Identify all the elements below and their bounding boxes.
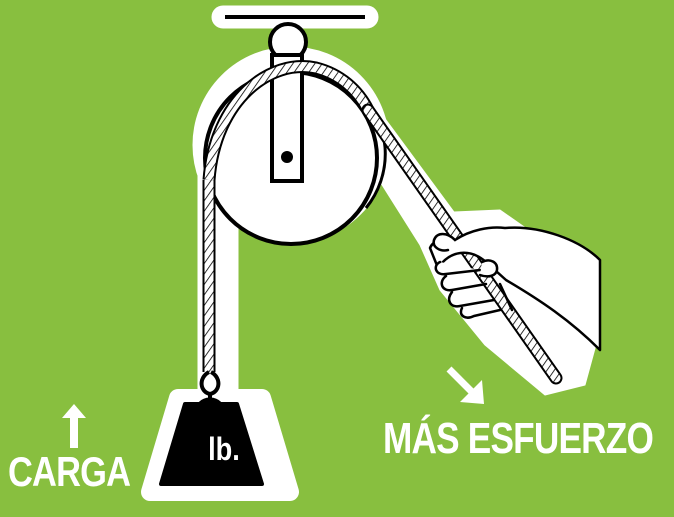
arrow-down-right-icon xyxy=(446,366,484,404)
load-label: CARGA xyxy=(8,448,131,495)
weight xyxy=(159,397,264,486)
arrow-up-icon xyxy=(62,404,86,448)
hand xyxy=(428,226,602,352)
weight-unit-label: lb. xyxy=(208,431,240,467)
pulley-axle xyxy=(281,151,293,163)
effort-label: MÁS ESFUERZO xyxy=(383,414,654,463)
